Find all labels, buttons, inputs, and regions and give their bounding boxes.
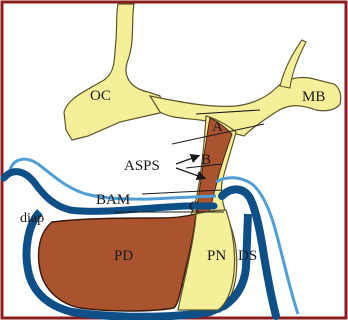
label-asps: ASPS (124, 158, 160, 174)
label-oc: OC (90, 88, 111, 104)
label-b: B (201, 152, 211, 168)
label-bam: BAM (96, 192, 130, 208)
label-c: C (189, 199, 199, 215)
label-a: A (212, 119, 223, 135)
label-diap: diap (20, 211, 44, 226)
label-ds: DS (238, 248, 257, 264)
label-pn: PN (207, 248, 226, 264)
label-mb: MB (302, 89, 325, 105)
label-pd: PD (114, 248, 133, 264)
